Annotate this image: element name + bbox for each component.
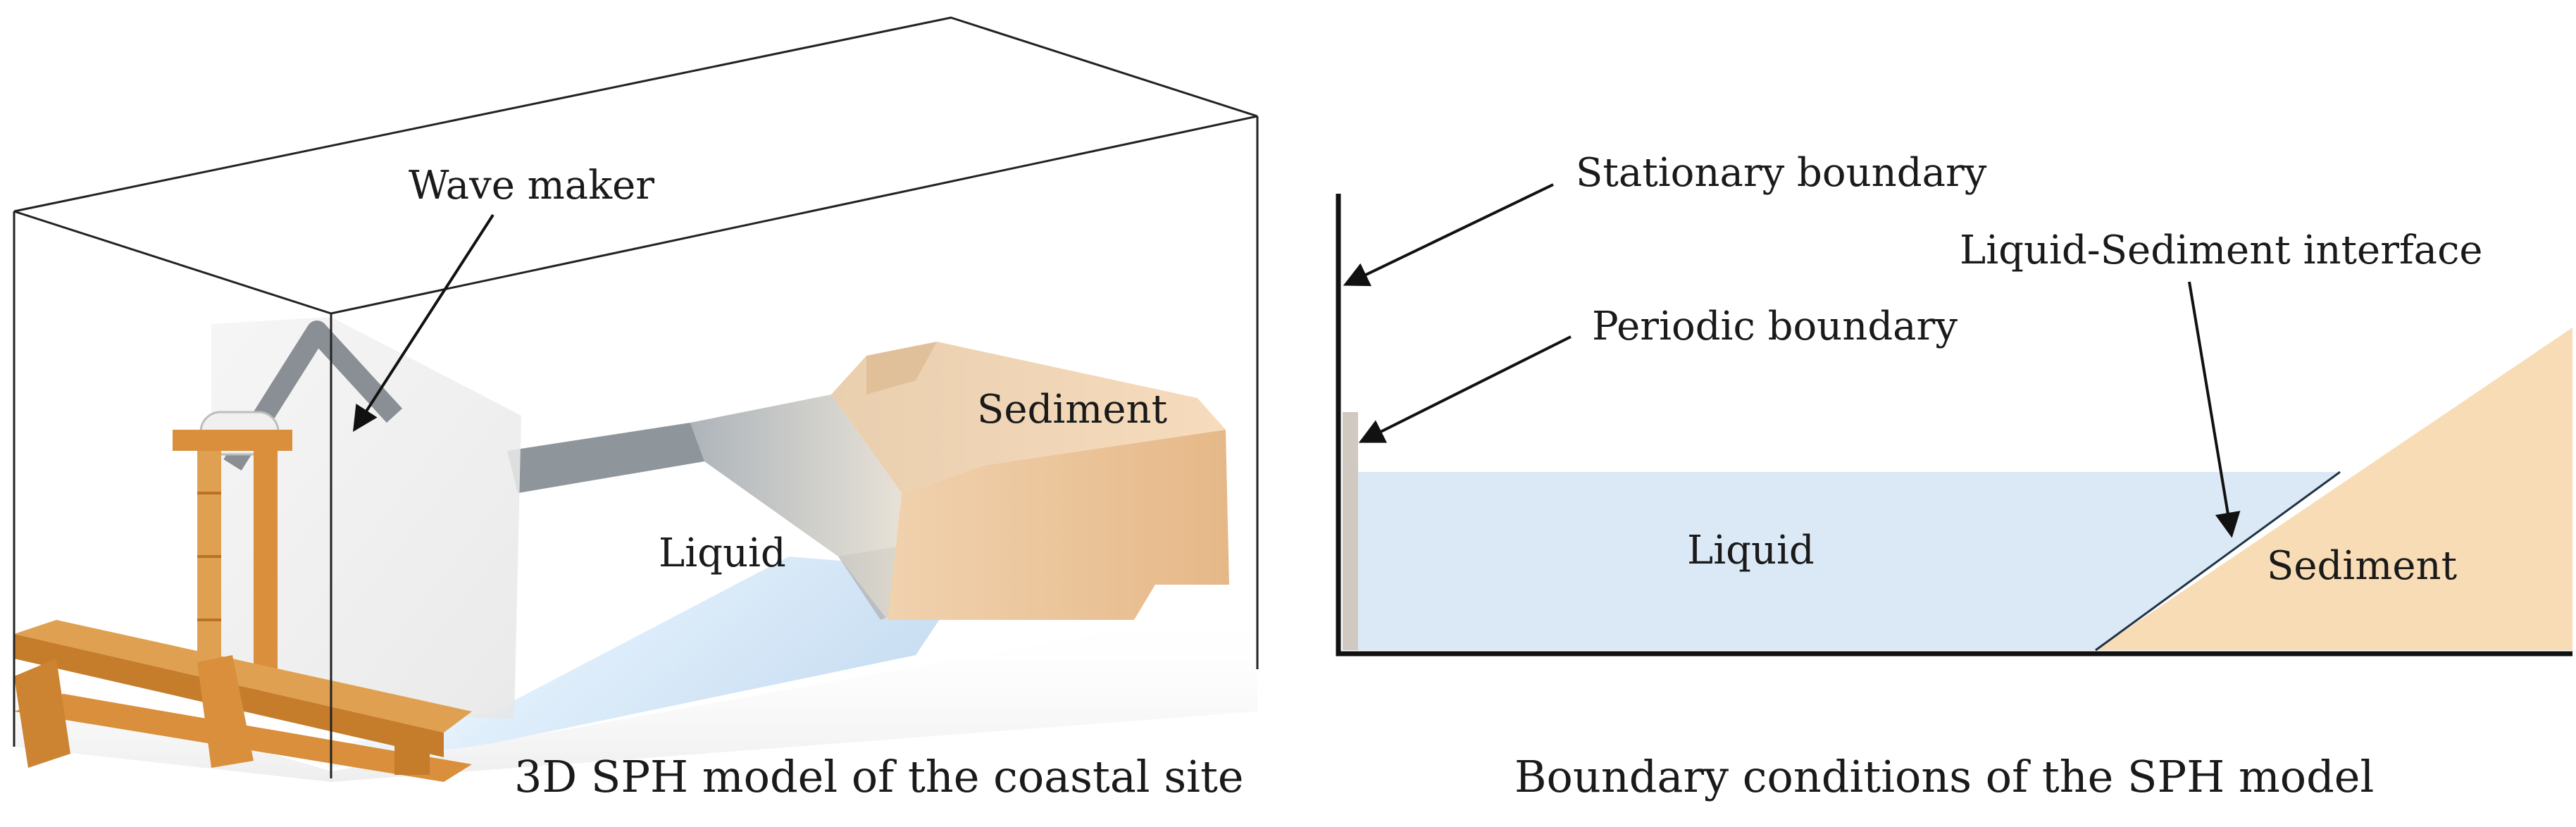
sediment-berm-top bbox=[831, 342, 1226, 493]
interface-arrow bbox=[2188, 281, 2241, 538]
left-panel-3d-model: Wave maker Sediment Liquid 3D SPH model … bbox=[13, 16, 1259, 802]
periodic-boundary-arrow bbox=[1358, 335, 1572, 443]
stationary-boundary-walls bbox=[1336, 194, 2572, 657]
liquid-label-3d: Liquid bbox=[659, 530, 786, 576]
wooden-frame bbox=[14, 430, 472, 782]
glass-tank-outline bbox=[13, 16, 1259, 778]
right-caption: Boundary conditions of the SPH model bbox=[1514, 751, 2374, 802]
liquid-label-2d: Liquid bbox=[1687, 528, 1815, 573]
periodic-boundary-strip bbox=[1343, 412, 1358, 650]
sloping-ramp bbox=[690, 394, 902, 620]
interface-label: Liquid-Sediment interface bbox=[1960, 228, 2483, 273]
stationary-boundary-label: Stationary boundary bbox=[1576, 150, 1987, 196]
wave-maker-label: Wave maker bbox=[409, 163, 654, 209]
sediment-label-3d: Sediment bbox=[977, 387, 1168, 433]
wave-maker-panel bbox=[211, 317, 521, 719]
left-caption: 3D SPH model of the coastal site bbox=[514, 751, 1244, 802]
liquid-region bbox=[1354, 472, 2340, 650]
right-panel-boundary-diagram: Stationary boundary Periodic boundary Li… bbox=[1336, 150, 2572, 802]
wave-maker-arrow bbox=[353, 213, 494, 433]
tank-floor bbox=[14, 606, 1257, 782]
liquid-sediment-interface-line bbox=[2095, 471, 2341, 652]
sediment-berm-shadow bbox=[866, 342, 937, 394]
stationary-boundary-arrow bbox=[1343, 183, 1554, 287]
sediment-berm-side bbox=[888, 430, 1229, 620]
sediment-label-2d: Sediment bbox=[2267, 543, 2458, 589]
flume-channel bbox=[507, 423, 704, 493]
periodic-boundary-label: Periodic boundary bbox=[1592, 304, 1958, 349]
sediment-region bbox=[2096, 328, 2572, 650]
